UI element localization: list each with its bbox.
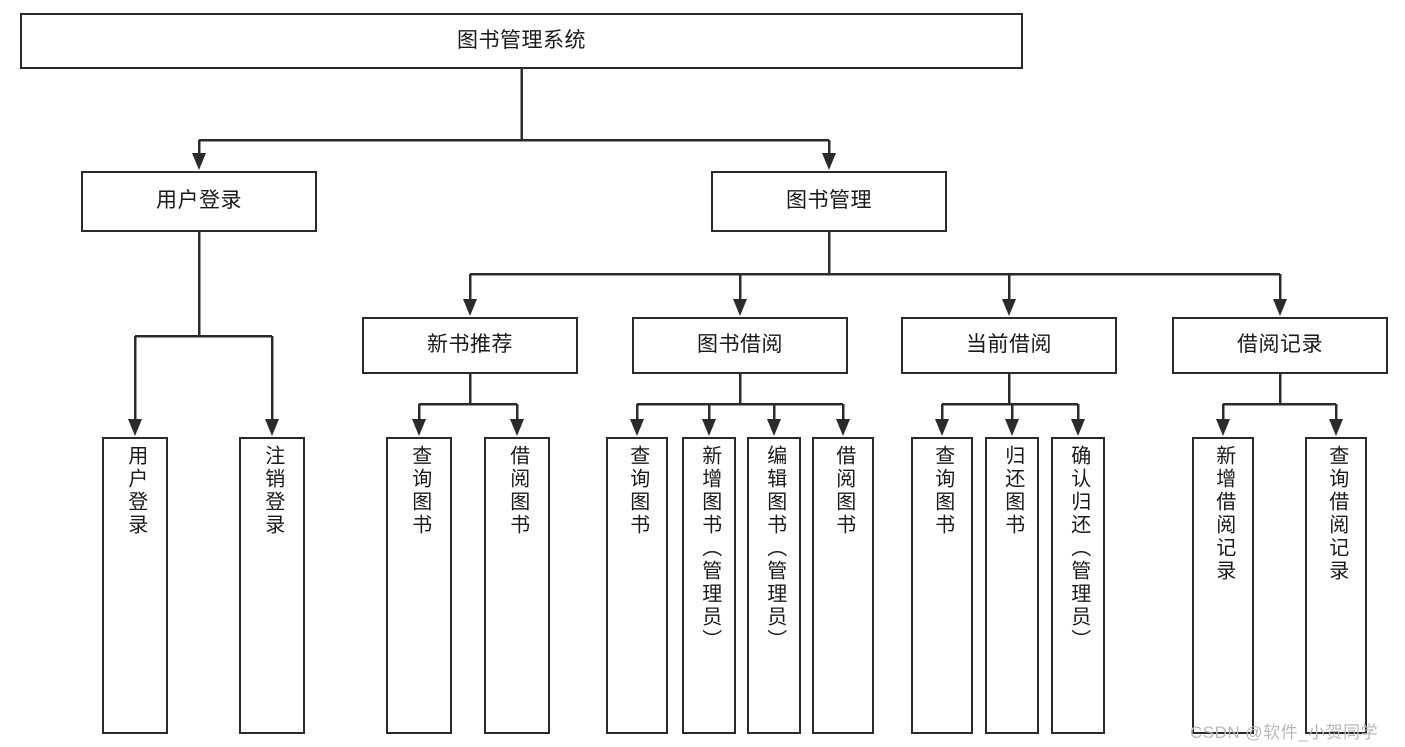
arrow-head [733, 299, 747, 316]
node-leaf-2[interactable]: 注销登录 [239, 437, 305, 734]
node-label: 用户登录 [124, 445, 147, 537]
node-label: 新书推荐 [427, 333, 513, 357]
node-leaf-1[interactable]: 用户登录 [102, 437, 168, 734]
arrow-head [822, 153, 836, 170]
node-leaf-4[interactable]: 借阅图书 [484, 437, 550, 734]
arrow-head [463, 299, 477, 316]
arrow-head [935, 419, 949, 436]
node-label: 图书管理 [786, 189, 872, 213]
arrow-head [1329, 419, 1343, 436]
node-bookmgmt[interactable]: 图书管理 [711, 171, 947, 232]
node-label: 注销登录 [261, 445, 284, 537]
node-label: 图书借阅 [697, 333, 783, 357]
arrow-head [265, 419, 279, 436]
node-leaf-10[interactable]: 归还图书 [985, 437, 1039, 734]
arrow-head [702, 419, 716, 436]
node-label: 查询借阅记录 [1325, 445, 1348, 583]
node-label: 用户登录 [156, 189, 242, 213]
arrow-head [1002, 299, 1016, 316]
arrow-head [1005, 419, 1019, 436]
arrow-head [1216, 419, 1230, 436]
node-label: 新增图书（管理员） [698, 445, 721, 652]
node-current[interactable]: 当前借阅 [901, 317, 1117, 374]
node-label: 借阅图书 [832, 445, 855, 537]
node-leaf-6[interactable]: 新增图书（管理员） [682, 437, 736, 734]
arrow-head [630, 419, 644, 436]
node-leaf-8[interactable]: 借阅图书 [812, 437, 874, 734]
node-label: 借阅图书 [506, 445, 529, 537]
node-label: 归还图书 [1001, 445, 1024, 537]
node-label: 当前借阅 [966, 333, 1052, 357]
node-login[interactable]: 用户登录 [81, 171, 317, 232]
node-root[interactable]: 图书管理系统 [20, 13, 1023, 69]
node-label: 借阅记录 [1237, 333, 1323, 357]
arrow-head [192, 153, 206, 170]
node-records[interactable]: 借阅记录 [1172, 317, 1388, 374]
arrow-head [1273, 299, 1287, 316]
arrow-head [1071, 419, 1085, 436]
node-label: 查询图书 [626, 445, 649, 537]
node-label: 查询图书 [931, 445, 954, 537]
node-label: 新增借阅记录 [1212, 445, 1235, 583]
arrow-head [128, 419, 142, 436]
node-leaf-7[interactable]: 编辑图书（管理员） [747, 437, 801, 734]
node-newbook[interactable]: 新书推荐 [362, 317, 578, 374]
node-label: 确认归还（管理员） [1067, 445, 1090, 652]
node-leaf-12[interactable]: 新增借阅记录 [1192, 437, 1254, 734]
arrow-head [836, 419, 850, 436]
arrow-head [510, 419, 524, 436]
node-leaf-3[interactable]: 查询图书 [386, 437, 452, 734]
node-leaf-5[interactable]: 查询图书 [606, 437, 668, 734]
arrow-head [767, 419, 781, 436]
node-label: 编辑图书（管理员） [763, 445, 786, 652]
node-leaf-11[interactable]: 确认归还（管理员） [1051, 437, 1105, 734]
node-leaf-13[interactable]: 查询借阅记录 [1305, 437, 1367, 734]
arrow-head [412, 419, 426, 436]
node-label: 图书管理系统 [457, 28, 586, 52]
node-label: 查询图书 [408, 445, 431, 537]
node-leaf-9[interactable]: 查询图书 [911, 437, 973, 734]
node-borrow[interactable]: 图书借阅 [632, 317, 848, 374]
